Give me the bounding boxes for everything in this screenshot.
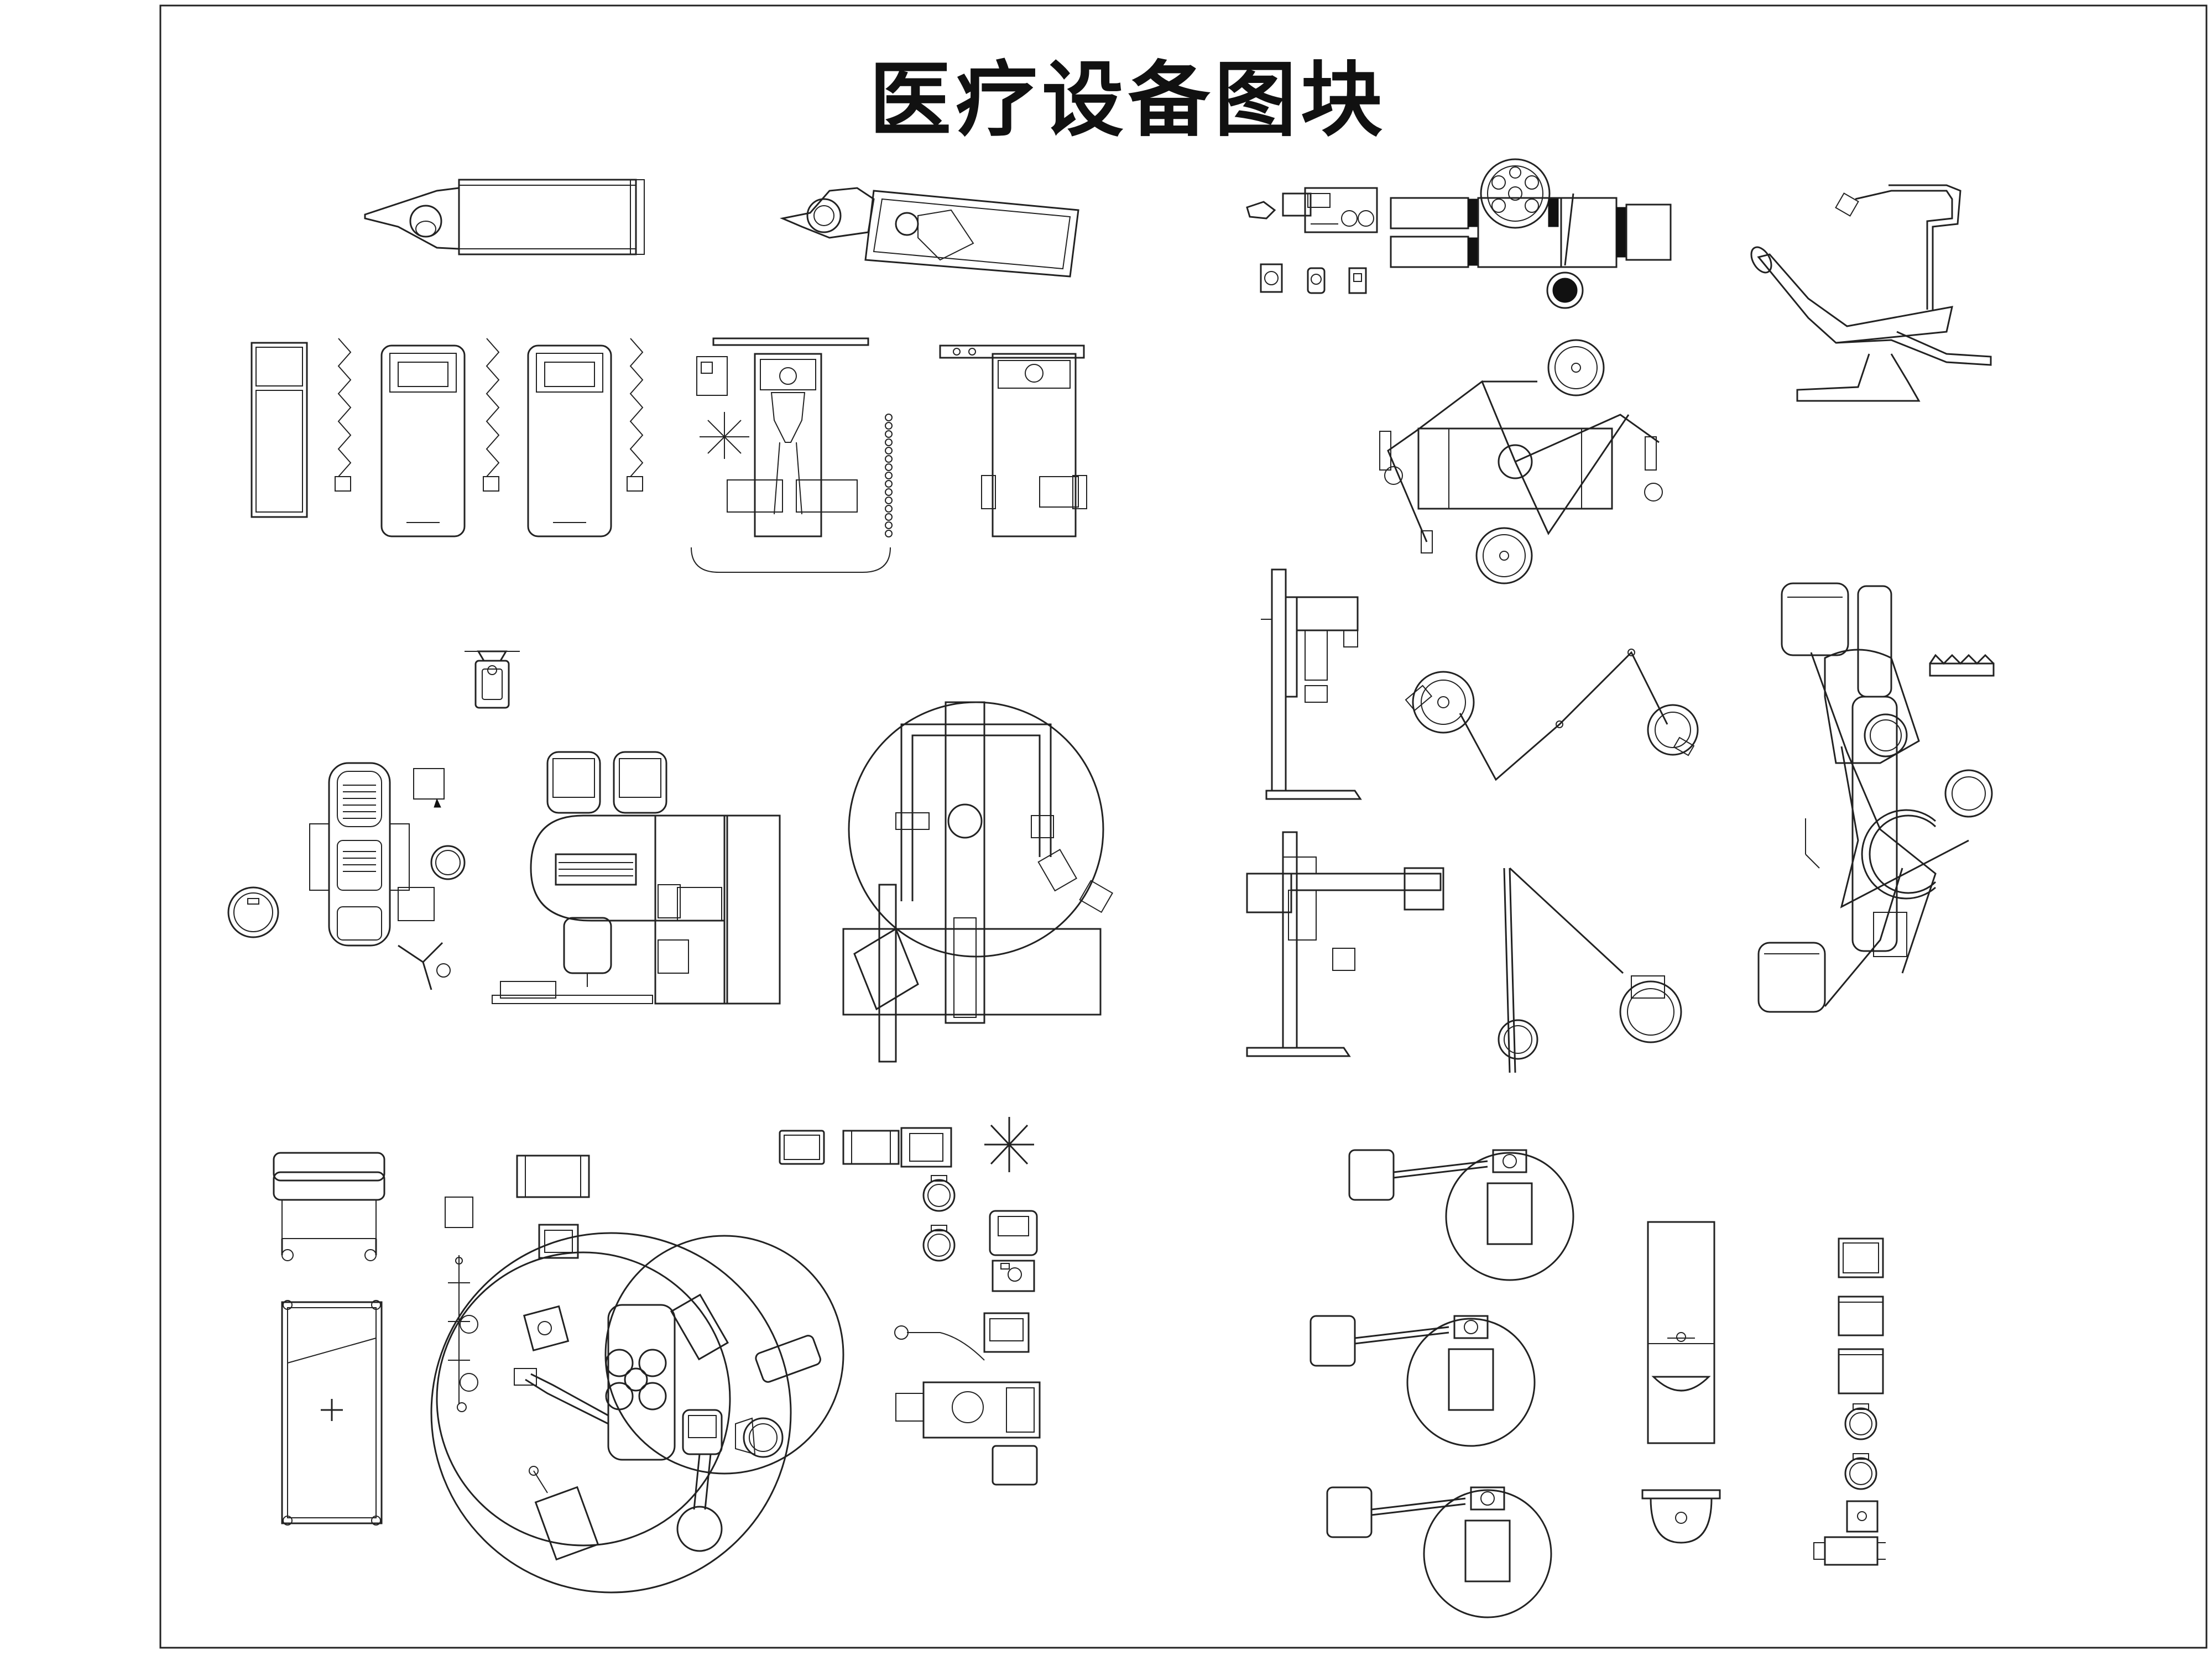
veterinary-examination-table [273, 1152, 385, 1526]
c-arm-xray-room [842, 701, 1114, 1063]
endoscope-console-set [1246, 187, 1378, 294]
examination-table-with-stool [691, 337, 893, 573]
surgical-light-cluster [1379, 339, 1663, 584]
ambulance-stretcher-plan [364, 179, 645, 255]
drawing-title: 医疗设备图块 [869, 53, 1387, 148]
sheet-frame [159, 4, 2208, 1649]
operating-room-layout [430, 1155, 844, 1594]
panoramic-xray-unit [1261, 568, 1362, 800]
operating-table-with-booms [1757, 582, 1995, 1013]
medical-instrument-carts [779, 1117, 1041, 1486]
workstation-desk [492, 751, 781, 1005]
dental-unit-set [227, 762, 466, 990]
treatment-bed [939, 344, 1087, 537]
dental-chair-elevation [1750, 184, 1992, 402]
surgical-table-light [1390, 158, 1672, 309]
ceiling-pendant-units [1310, 1149, 1574, 1618]
ceiling-light-arm [1405, 649, 1699, 781]
surgical-lamp-on-arm [1498, 867, 1682, 1073]
scrub-sink [1641, 1221, 1721, 1544]
ceramic-exam-table [1246, 831, 1444, 1057]
misc-equipment-column [1813, 1237, 1886, 1566]
iv-bag [465, 650, 520, 709]
stretcher-trolleys [251, 338, 643, 537]
hospital-bed-with-patient [779, 187, 1079, 278]
